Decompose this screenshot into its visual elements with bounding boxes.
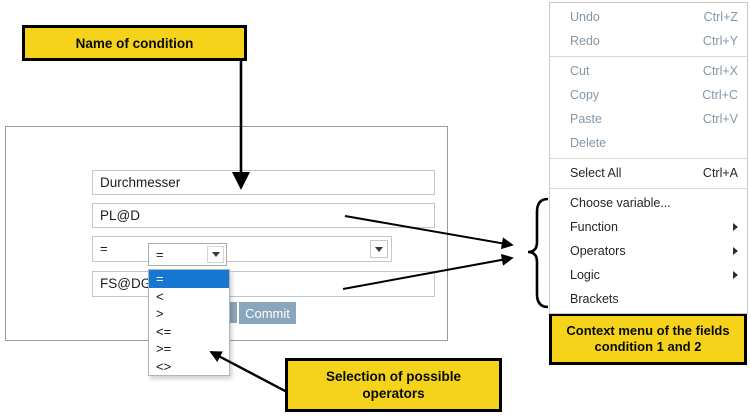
menu-item-cut[interactable]: Cut Ctrl+X bbox=[550, 59, 747, 83]
menu-item-select-all[interactable]: Select All Ctrl+A bbox=[550, 161, 747, 185]
menu-separator bbox=[550, 55, 747, 57]
menu-shortcut: Ctrl+Y bbox=[702, 34, 738, 48]
menu-shortcut: Ctrl+V bbox=[702, 112, 738, 126]
callout-name-of-condition-text: Name of condition bbox=[75, 35, 194, 51]
callout-operators-line2: operators bbox=[362, 386, 425, 401]
submenu-arrow-icon bbox=[733, 271, 738, 279]
name-input[interactable]: Durchmesser bbox=[92, 170, 435, 195]
menu-item-brackets[interactable]: Brackets bbox=[550, 287, 747, 311]
menu-item-label: Delete bbox=[570, 136, 607, 150]
combobox-dropdown-button[interactable] bbox=[370, 240, 388, 258]
operator-dropdown-value: = bbox=[156, 247, 164, 262]
menu-item-label: Brackets bbox=[570, 292, 619, 306]
menu-shortcut: Ctrl+C bbox=[702, 88, 738, 102]
menu-item-label: Redo bbox=[570, 34, 600, 48]
callout-operators-line1: Selection of possible bbox=[325, 369, 462, 384]
menu-item-redo[interactable]: Redo Ctrl+Y bbox=[550, 29, 747, 53]
operator-option-greater-equal[interactable]: >= bbox=[156, 341, 172, 357]
operator-combobox[interactable]: = bbox=[92, 236, 392, 262]
condition1-input[interactable]: PL@D bbox=[92, 203, 435, 228]
operator-option-equal[interactable]: = bbox=[149, 270, 229, 288]
menu-item-function[interactable]: Function bbox=[550, 215, 747, 239]
menu-item-label: Logic bbox=[570, 268, 600, 282]
submenu-arrow-icon bbox=[733, 223, 738, 231]
operator-combobox-value: = bbox=[100, 241, 108, 256]
brace-annotation bbox=[527, 197, 549, 309]
operator-option-less[interactable]: < bbox=[156, 288, 164, 304]
operator-dropdown-opened[interactable]: = bbox=[148, 243, 227, 266]
menu-shortcut: Ctrl+Z bbox=[703, 10, 738, 24]
operator-options-list: = < > <= >= <> bbox=[148, 269, 230, 376]
callout-context-menu-line2: condition 1 and 2 bbox=[594, 339, 702, 354]
menu-separator bbox=[550, 157, 747, 159]
menu-item-choose-variable[interactable]: Choose variable... bbox=[550, 191, 747, 215]
menu-item-undo[interactable]: Undo Ctrl+Z bbox=[550, 5, 747, 29]
menu-item-paste[interactable]: Paste Ctrl+V bbox=[550, 107, 747, 131]
menu-item-label: Undo bbox=[570, 10, 600, 24]
operator-dropdown-button[interactable] bbox=[207, 246, 224, 263]
menu-item-label: Choose variable... bbox=[570, 196, 671, 210]
chevron-down-icon bbox=[375, 246, 383, 252]
submenu-arrow-icon bbox=[733, 247, 738, 255]
menu-shortcut: Ctrl+A bbox=[702, 166, 738, 180]
menu-item-operators[interactable]: Operators bbox=[550, 239, 747, 263]
menu-item-label: Select All bbox=[570, 166, 622, 180]
menu-separator bbox=[550, 187, 747, 189]
callout-context-menu-line1: Context menu of the fields bbox=[566, 323, 730, 338]
operator-option-greater[interactable]: > bbox=[156, 306, 164, 322]
callout-operators: Selection of possible operators bbox=[285, 358, 502, 412]
callout-name-of-condition: Name of condition bbox=[22, 25, 247, 61]
menu-item-label: Function bbox=[570, 220, 618, 234]
context-menu: Undo Ctrl+Z Redo Ctrl+Y Cut Ctrl+X Copy … bbox=[549, 2, 748, 314]
operator-option-less-equal[interactable]: <= bbox=[156, 323, 172, 339]
callout-context-menu: Context menu of the fields condition 1 a… bbox=[549, 313, 747, 365]
chevron-down-icon bbox=[211, 252, 220, 257]
menu-item-label: Paste bbox=[570, 112, 602, 126]
menu-item-label: Copy bbox=[570, 88, 600, 102]
operator-option-not-equal[interactable]: <> bbox=[156, 358, 172, 374]
condition2-input[interactable]: FS@DG bbox=[92, 271, 435, 297]
menu-item-delete[interactable]: Delete bbox=[550, 131, 747, 155]
menu-item-label: Cut bbox=[570, 64, 590, 78]
menu-item-label: Operators bbox=[570, 244, 626, 258]
menu-shortcut: Ctrl+X bbox=[702, 64, 738, 78]
menu-item-logic[interactable]: Logic bbox=[550, 263, 747, 287]
commit-button[interactable]: Commit bbox=[239, 302, 296, 324]
menu-item-copy[interactable]: Copy Ctrl+C bbox=[550, 83, 747, 107]
